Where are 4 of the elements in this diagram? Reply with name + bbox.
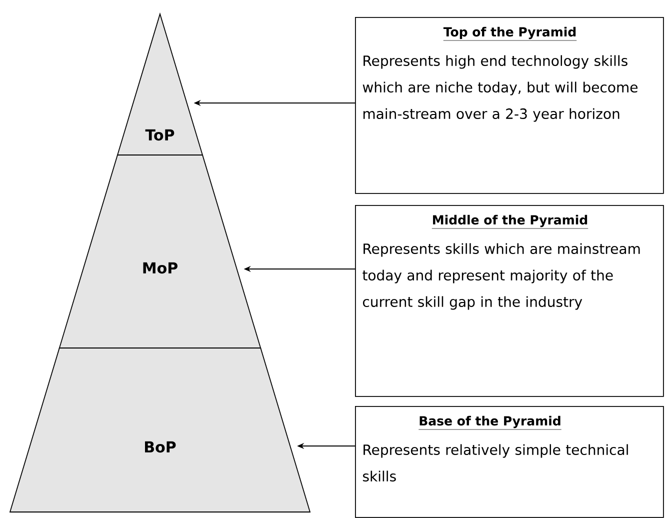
text-box: Top of the Pyramid Represents high end technology skills which are niche today, but will become main-stream over a 2-3 year horizon xyxy=(355,17,664,194)
pyramid-section: MoP xyxy=(58,154,262,348)
text-box: Base of the Pyramid Represents relatively simple technical skills xyxy=(355,406,664,518)
text-box: Middle of the Pyramid Represents skills which are mainstream today and represent majority of the current skill gap in the industry xyxy=(355,205,664,397)
